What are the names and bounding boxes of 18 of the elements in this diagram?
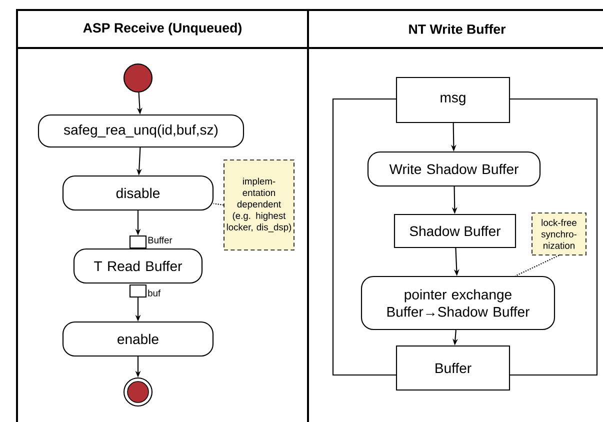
- leader-line: [515, 254, 560, 276]
- object-box: Shadow Buffer: [394, 214, 516, 248]
- pin-box: buf: [129, 284, 161, 298]
- object-box: msg: [396, 76, 510, 124]
- action-box: disable: [62, 175, 214, 211]
- action-box: Write Shadow Buffer: [367, 151, 541, 187]
- action-box: safeg_rea_unq(id,buf,sz): [38, 114, 244, 148]
- note-box: implem- entation dependent (e.g. highest locker, dis_dsp): [224, 160, 294, 250]
- pin-box: Buffer: [129, 235, 172, 249]
- action-box: enable: [62, 321, 214, 357]
- node-label: buf: [148, 290, 161, 296]
- object-box: Buffer: [396, 345, 510, 391]
- note-box: lock-free synchro- nization: [532, 212, 586, 256]
- leader-line: [213, 203, 224, 206]
- action-box: pointer exchange Buffer→Shadow Buffer: [360, 276, 556, 330]
- start-circle: [123, 63, 153, 93]
- node-label: Buffer: [148, 236, 172, 244]
- end-circle: [123, 377, 153, 407]
